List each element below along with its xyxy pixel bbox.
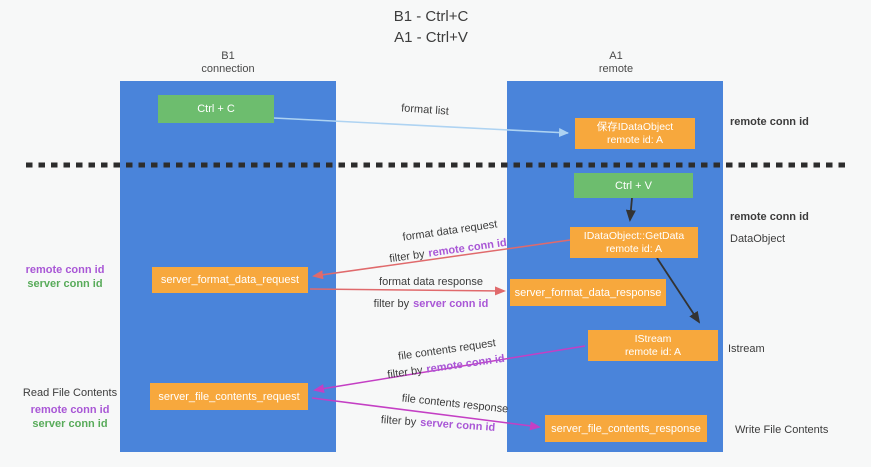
lane-a1-sub: remote xyxy=(598,63,634,75)
label-remote-conn-id-right-mid: remote conn id xyxy=(730,211,809,223)
label-format-data-response-text: format data response xyxy=(379,276,483,288)
label-format-data-response: format data response xyxy=(379,276,483,288)
filter-server-conn-id: server conn id xyxy=(419,416,496,434)
label-server-conn-id-left-1: server conn id xyxy=(27,278,103,290)
label-remote-conn-id-left-2: remote conn id xyxy=(30,404,110,416)
node-getdata-line1: IDataObject::GetData xyxy=(583,229,685,242)
label-file-contents-response: file contents response xyxy=(401,392,509,415)
filter-prefix: filter by xyxy=(388,248,426,266)
label-remote-conn-id-right-top: remote conn id xyxy=(730,116,809,128)
node-server-format-data-request: server_format_data_request xyxy=(152,267,308,293)
node-save-idataobject-line2: remote id: A xyxy=(606,133,664,146)
node-idataobject-getdata: IDataObject::GetData remote id: A xyxy=(570,227,698,258)
node-istream-line1: IStream xyxy=(634,332,672,345)
filter-prefix: filter by xyxy=(373,298,410,310)
lane-a1-name: A1 xyxy=(609,50,623,62)
node-format-request-label: server_format_data_request xyxy=(160,274,300,286)
node-server-format-data-response: server_format_data_response xyxy=(510,279,666,306)
filter-prefix: filter by xyxy=(386,364,424,382)
label-server-conn-id-left-2: server conn id xyxy=(32,418,108,430)
filter-server-conn-id: server conn id xyxy=(413,298,489,310)
diagram-title: B1 - Ctrl+C A1 - Ctrl+V xyxy=(394,6,469,48)
label-filter-by-server-conn-id-2: filter by server conn id xyxy=(380,414,495,434)
label-remote-conn-id-left-1: remote conn id xyxy=(25,264,105,276)
lane-header-b1: B1 connection xyxy=(201,50,254,76)
title-line-2: A1 - Ctrl+V xyxy=(394,29,468,46)
node-server-file-contents-response: server_file_contents_response xyxy=(545,415,707,442)
label-format-list: format list xyxy=(401,102,449,117)
label-dataobject: DataObject xyxy=(730,233,786,245)
node-ctrl-c: Ctrl + C xyxy=(158,95,274,123)
node-ctrl-c-label: Ctrl + C xyxy=(197,103,235,115)
arrow-format-data-response xyxy=(309,286,506,296)
label-filter-by-server-conn-id-1: filter by server conn id xyxy=(374,298,489,310)
node-save-idataobject-line1: 保存IDataObject xyxy=(596,120,674,133)
lane-b1-name: B1 xyxy=(221,50,235,62)
label-group-read-file-contents: Read File Contents remote conn id server… xyxy=(10,386,130,431)
node-format-response-label: server_format_data_response xyxy=(514,286,662,299)
node-ctrl-v-label: Ctrl + V xyxy=(615,179,652,192)
lane-header-a1: A1 remote xyxy=(599,50,633,76)
label-format-list-text: format list xyxy=(400,102,450,118)
label-read-file-contents: Read File Contents xyxy=(22,387,118,399)
node-file-response-label: server_file_contents_response xyxy=(551,422,701,435)
filter-prefix: filter by xyxy=(380,414,417,429)
node-istream: IStream remote id: A xyxy=(588,330,718,361)
node-save-idataobject: 保存IDataObject remote id: A xyxy=(575,118,695,149)
node-istream-line2: remote id: A xyxy=(624,345,682,358)
node-file-request-label: server_file_contents_request xyxy=(158,390,300,403)
label-group-format-conn-ids: remote conn id server conn id xyxy=(10,263,120,291)
title-line-1: B1 - Ctrl+C xyxy=(393,8,469,25)
label-istream: Istream xyxy=(728,343,765,355)
filter-remote-conn-id: remote conn id xyxy=(427,236,508,260)
node-getdata-line2: remote id: A xyxy=(605,242,663,255)
node-ctrl-v: Ctrl + V xyxy=(574,173,693,198)
label-write-file-contents: Write File Contents xyxy=(735,424,829,436)
label-file-contents-response-text: file contents response xyxy=(401,392,509,416)
node-server-file-contents-request: server_file_contents_request xyxy=(150,383,308,410)
lane-b1-sub: connection xyxy=(201,63,255,75)
